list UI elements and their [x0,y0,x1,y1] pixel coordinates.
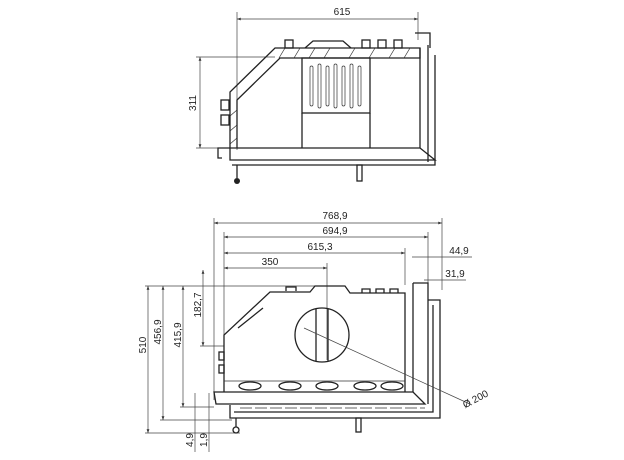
firebox-wall [229,47,421,149]
flue-diameter-label: Ø 200 [461,388,491,411]
frame-height-label: 456,9 [153,319,164,344]
top-width-label: 615 [334,7,351,18]
base-offset-1-label: 4,9 [185,433,196,447]
top-depth-label: 311 [188,95,199,111]
body-width-label: 615,3 [307,242,332,253]
leg-knob [234,178,240,184]
overall-height-label: 510 [138,336,149,353]
grate-ovals [238,381,404,391]
grille-panel [301,57,371,114]
body-height-label: 415,9 [173,322,184,347]
overall-width-label: 768,9 [322,211,347,222]
flue-opening [294,307,350,363]
base-plate [213,391,427,405]
flue-height-label: 182,7 [193,292,204,317]
flue-offset-label: 350 [262,257,279,268]
diameter-leader [303,327,473,406]
base-offset-2-label: 1,9 [199,433,210,447]
right-offset-2-label: 31,9 [445,269,465,280]
right-offset-1-label: 44,9 [449,246,469,257]
front-view: 768,9 694,9 615,3 350 44,9 31,9 510 456,… [138,211,491,452]
top-view: 615 311 [188,7,437,184]
front-body [223,285,406,392]
frame-width-label: 694,9 [322,226,347,237]
